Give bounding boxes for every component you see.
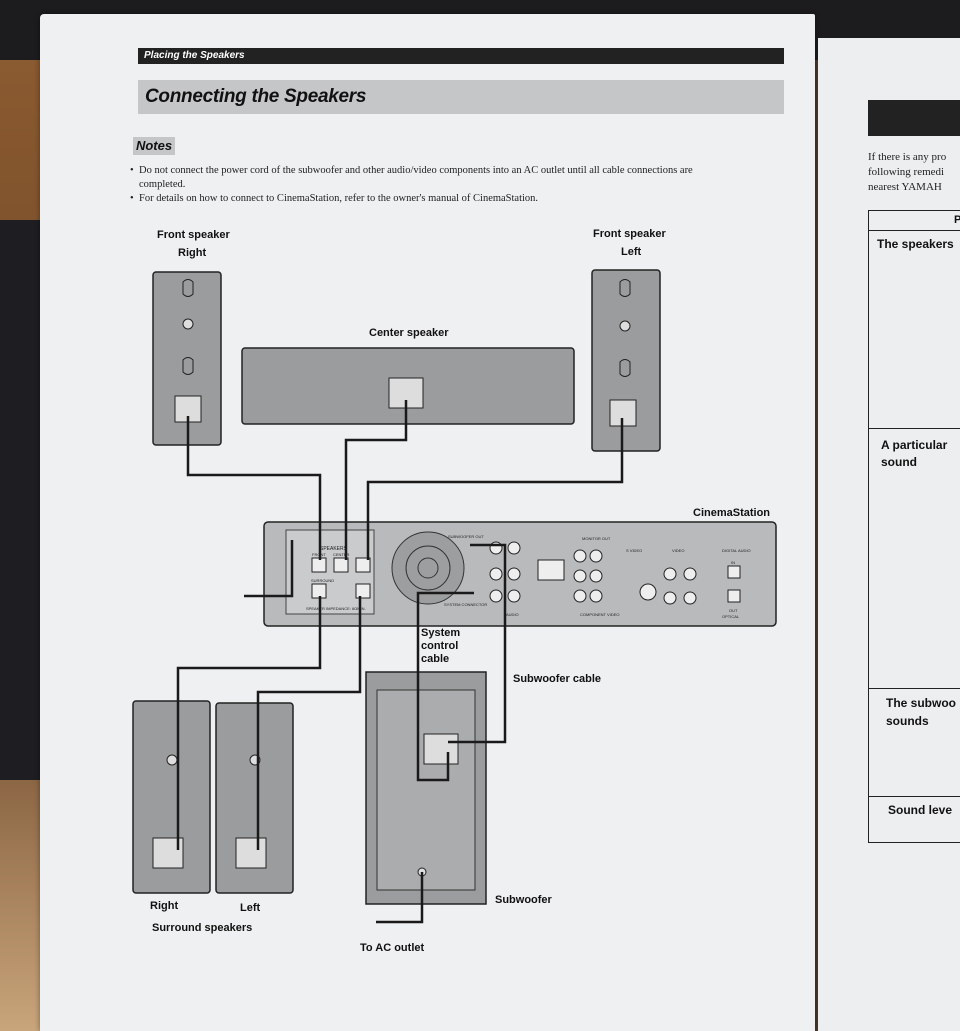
front-left-speaker xyxy=(591,269,661,452)
page-title: Connecting the Speakers xyxy=(145,86,367,107)
panel-audio: AUDIO xyxy=(506,612,519,617)
panel-svideo: S VIDEO xyxy=(626,548,642,553)
note-1-cont: completed. xyxy=(139,179,186,190)
table-divider xyxy=(868,796,960,797)
center-speaker-label: Center speaker xyxy=(369,327,449,339)
panel-monitor-out: MONITOR OUT xyxy=(582,536,611,541)
system-control-label-1: System xyxy=(421,627,461,639)
panel-component-video: COMPONENT VIDEO xyxy=(580,612,620,617)
table-row-particular: A particular xyxy=(881,438,948,452)
table-divider xyxy=(868,428,960,429)
front-right-side: Right xyxy=(178,247,207,259)
panel-surround: SURROUND xyxy=(311,578,334,583)
surround-right-label: Right xyxy=(150,900,179,912)
table-row-sound-level: Sound leve xyxy=(888,803,953,817)
panel-center: CENTER xyxy=(333,552,350,557)
panel-out: OUT xyxy=(729,608,738,613)
table-divider xyxy=(868,230,960,231)
right-page-line-3: nearest YAMAH xyxy=(868,181,942,193)
speaker-cables xyxy=(176,400,624,924)
panel-in: IN xyxy=(731,560,735,565)
cinemastation-unit xyxy=(263,521,777,627)
panel-optical: OPTICAL xyxy=(722,614,740,619)
surround-speakers-label: Surround speakers xyxy=(152,922,253,934)
center-speaker xyxy=(241,347,575,425)
panel-subwoofer-out: SUBWOOFER OUT xyxy=(448,534,484,539)
note-2: For details on how to connect to CinemaS… xyxy=(139,193,539,204)
front-left-label: Front speaker xyxy=(593,228,666,240)
system-control-label-3: cable xyxy=(421,653,450,665)
ac-outlet-label: To AC outlet xyxy=(360,942,425,954)
table-header-cell: P xyxy=(954,214,960,226)
table-row-subwoofer-2: sounds xyxy=(886,714,929,728)
note-1: Do not connect the power cord of the sub… xyxy=(139,165,693,176)
right-page-header-bar xyxy=(868,100,960,136)
table-divider xyxy=(868,688,960,689)
system-control-label-2: control xyxy=(421,640,459,652)
subwoofer-label: Subwoofer xyxy=(495,894,552,906)
panel-digital-audio: DIGITAL AUDIO xyxy=(722,548,751,553)
front-right-label: Front speaker xyxy=(157,229,230,241)
troubleshooting-table xyxy=(868,210,960,843)
table-row-speakers: The speakers xyxy=(877,237,954,251)
title-bar xyxy=(138,80,784,114)
panel-front: FRONT xyxy=(312,552,326,557)
cinemastation-label: CinemaStation xyxy=(693,507,771,519)
table-row-particular-2: sound xyxy=(881,455,917,469)
section-header: Placing the Speakers xyxy=(138,48,784,64)
front-left-side: Left xyxy=(621,246,642,258)
surround-left-label: Left xyxy=(240,902,261,914)
panel-impedance: SPEAKER IMPEDANCE: 6ΩMIN. xyxy=(306,606,366,611)
note-bullet-1: • xyxy=(130,165,134,176)
subwoofer xyxy=(365,671,487,905)
note-bullet-2: • xyxy=(130,193,134,204)
panel-speakers: SPEAKERS xyxy=(320,546,348,552)
right-page xyxy=(818,38,960,1031)
panel-system-connector: SYSTEM CONNECTOR xyxy=(444,602,487,607)
right-page-line-2: following remedi xyxy=(868,166,945,178)
notes-label: Notes xyxy=(133,137,175,155)
surround-left-speaker xyxy=(215,702,294,894)
surround-right-speaker xyxy=(132,700,211,894)
panel-video: VIDEO xyxy=(672,548,684,553)
subwoofer-cable-label: Subwoofer cable xyxy=(513,673,602,685)
table-row-subwoofer: The subwoo xyxy=(886,696,956,710)
right-page-line-1: If there is any pro xyxy=(868,151,947,163)
